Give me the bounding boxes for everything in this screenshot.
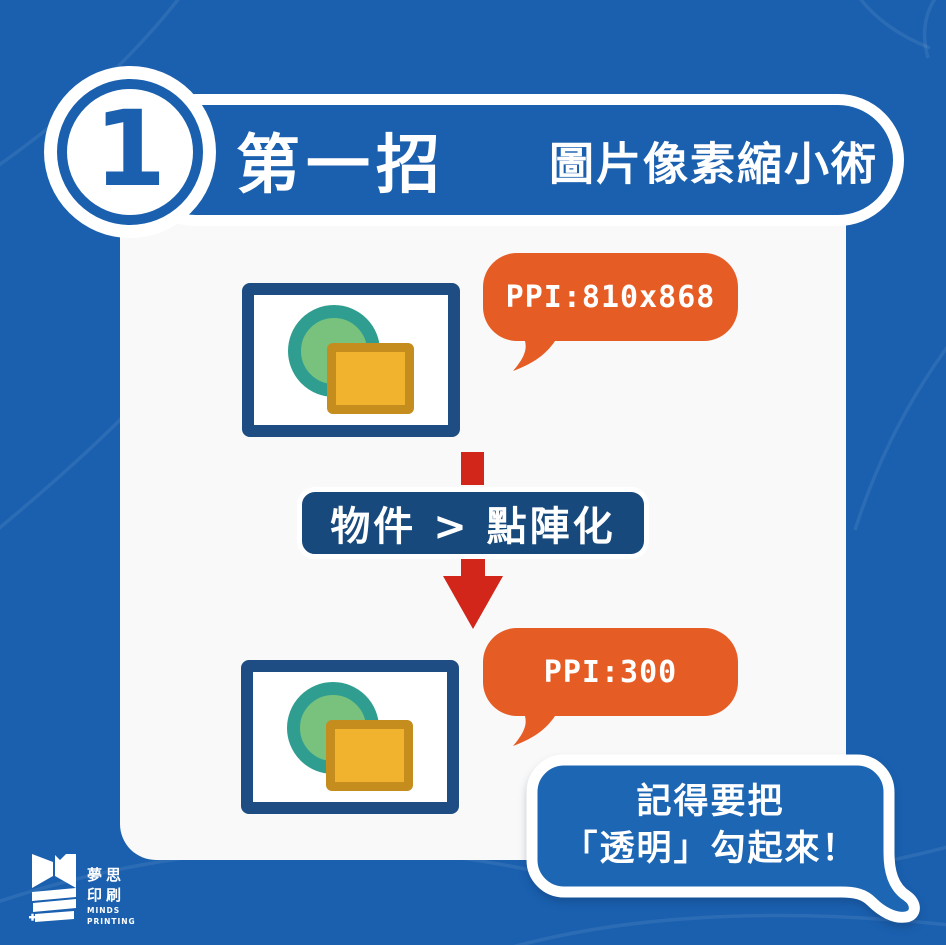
step-subtitle: 圖片像素縮小術 — [549, 137, 879, 191]
brand-name-en-line2: PRINTING — [87, 917, 136, 927]
ppi-after-speech-bubble: PPI:300 — [483, 628, 738, 746]
flow-arrow-dash — [461, 452, 484, 485]
speech-bubble-outline-icon — [526, 754, 920, 923]
ppi-before-label: PPI:810x868 — [505, 279, 716, 315]
brand-name-zh-line1: 夢思 — [87, 866, 126, 884]
ppi-before-speech-bubble: PPI:810x868 — [483, 253, 738, 371]
original-image-figure — [242, 283, 460, 437]
step-number: 1 — [93, 88, 167, 210]
step-number-badge: 1 — [44, 66, 216, 238]
rasterize-menu-banner: 物件 > 點陣化 — [297, 487, 649, 559]
ppi-after-label: PPI:300 — [543, 654, 678, 690]
brand-logo-text: 夢思 印刷 MINDS PRINTING — [87, 866, 136, 928]
tip-line-1: 記得要把 — [636, 781, 785, 822]
minds-printing-logo-icon — [29, 854, 76, 922]
rasterize-menu-label: 物件 > 點陣化 — [330, 504, 616, 550]
step-header-bar: 第一招 圖片像素縮小術 — [130, 94, 904, 226]
step-number-badge-ring: 1 — [57, 79, 203, 225]
yellow-rectangle-shape-icon — [327, 343, 414, 414]
speech-bubble-icon — [483, 628, 738, 746]
brand-logo: 夢思 印刷 MINDS PRINTING — [28, 852, 136, 928]
result-image-figure — [241, 660, 459, 814]
arrow-down-icon — [443, 557, 503, 629]
tip-line-2: 「透明」勾起來！ — [562, 829, 859, 869]
speech-bubble-icon — [483, 253, 738, 371]
transparency-tip-bubble: 記得要把 「透明」勾起來！ — [525, 753, 925, 933]
brand-name-zh-line2: 印刷 — [87, 885, 126, 904]
brand-name-en-line1: MINDS — [87, 906, 121, 915]
yellow-rectangle-shape-icon — [326, 720, 413, 791]
step-title: 第一招 — [236, 129, 446, 203]
transparency-tip-text: 記得要把 「透明」勾起來！ — [532, 760, 889, 892]
